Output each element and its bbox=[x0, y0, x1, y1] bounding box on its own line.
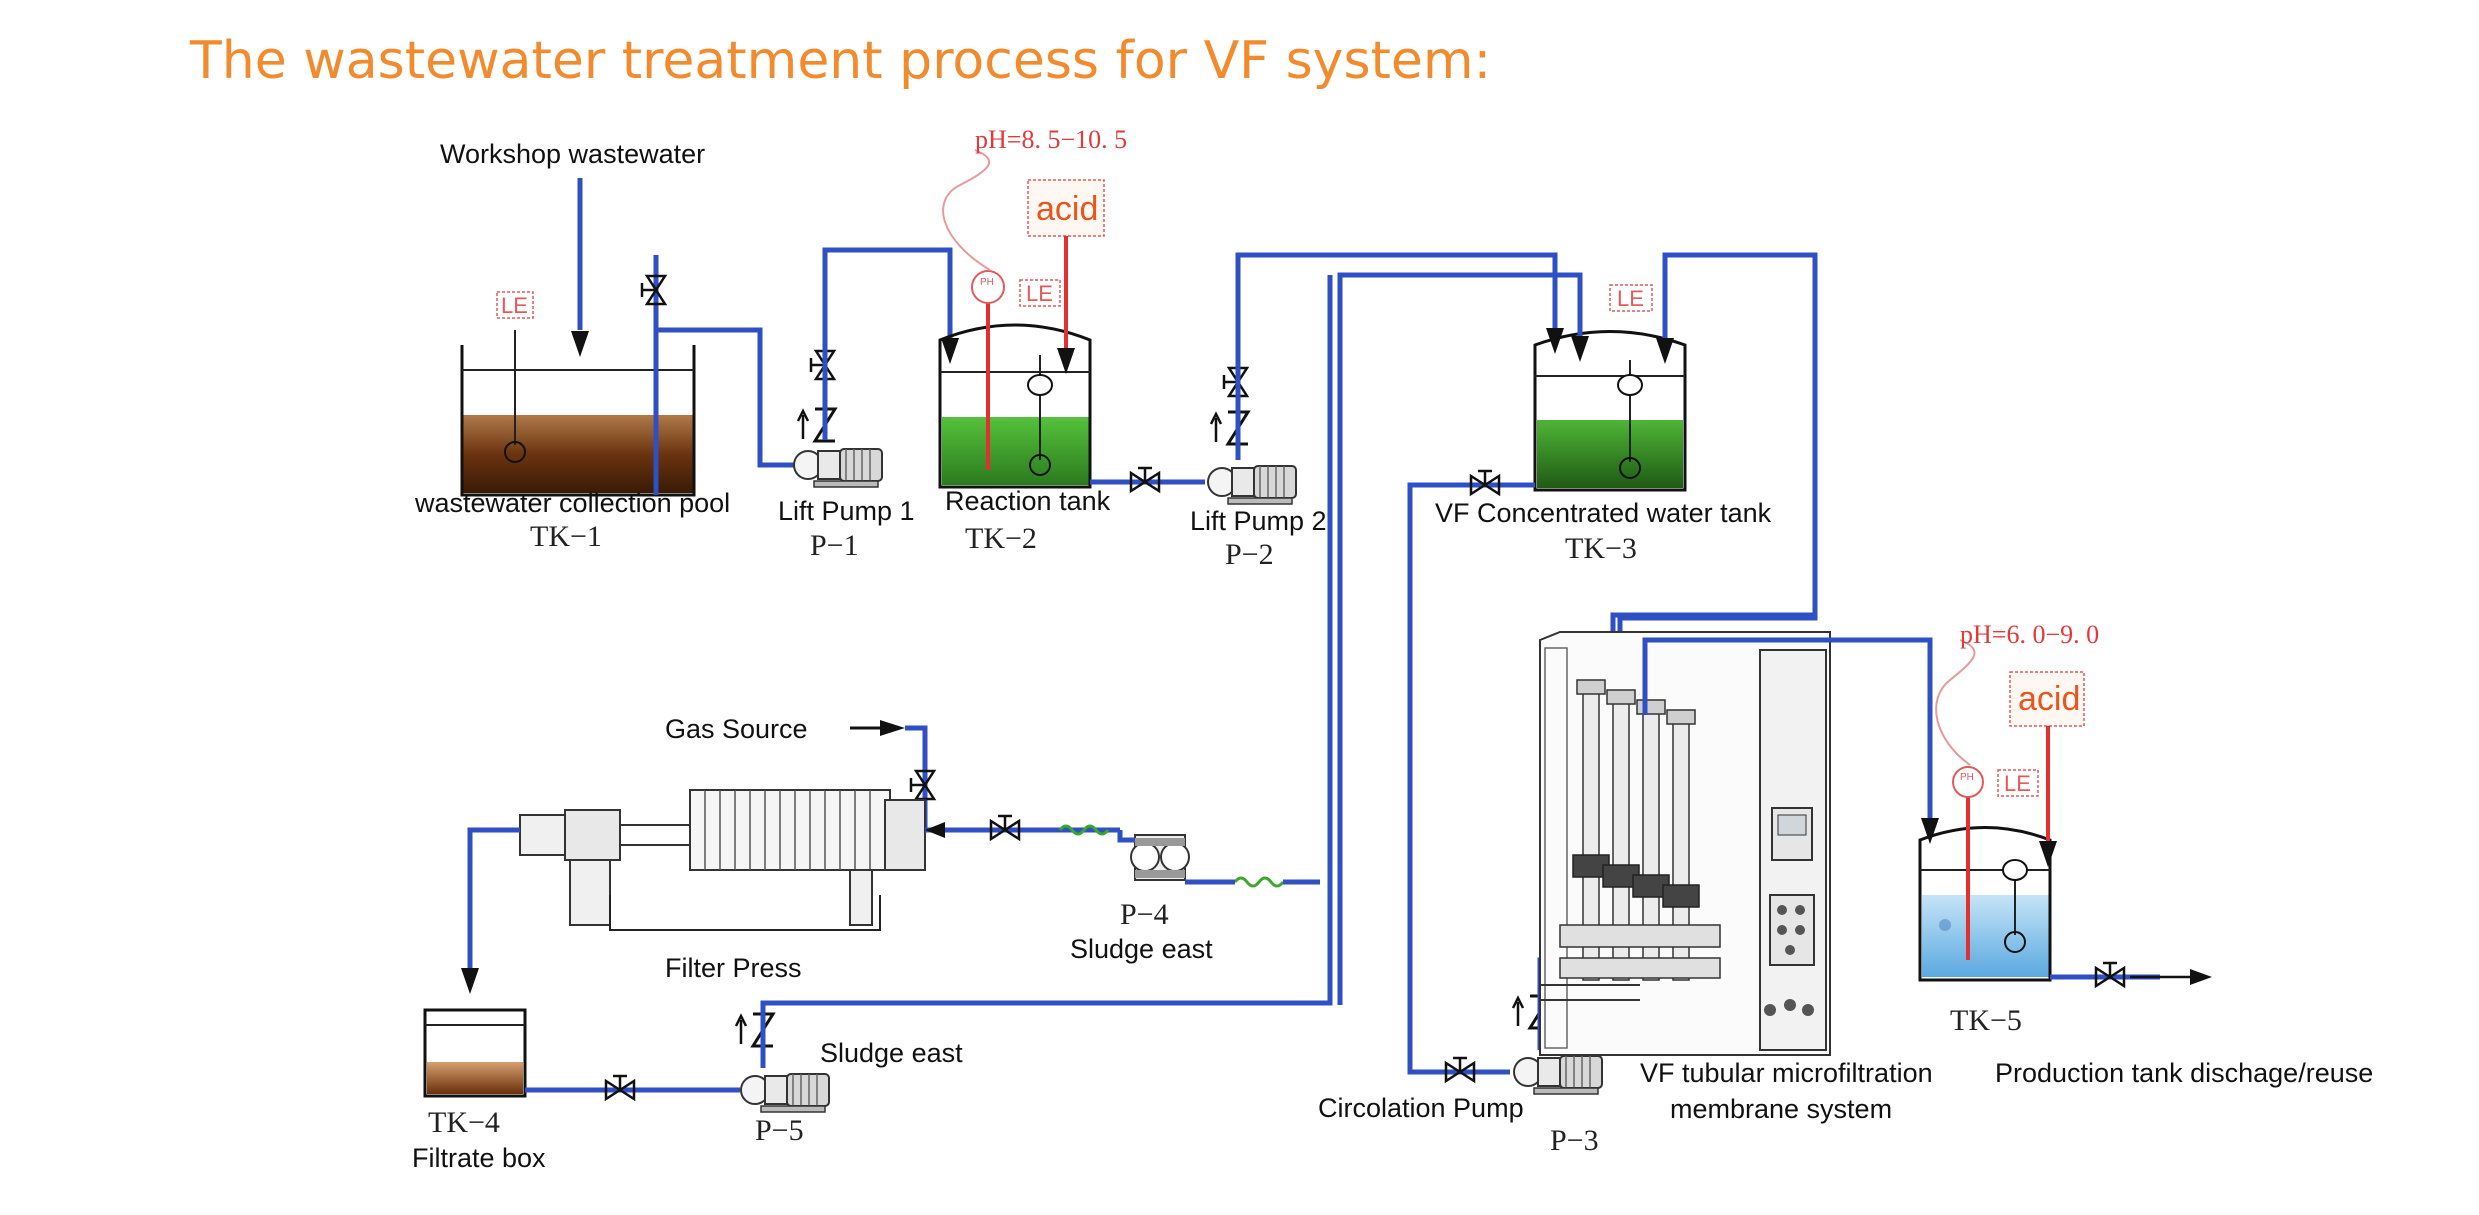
tk2-acid-arrow-icon bbox=[1057, 348, 1075, 374]
tk2-level-sensor bbox=[1019, 279, 1061, 307]
tk5-acid-arrow-icon bbox=[2039, 841, 2057, 867]
tk4-filtrate-box bbox=[423, 1008, 527, 1098]
p2-tag: P−2 bbox=[1225, 538, 1274, 571]
gas-pipe bbox=[905, 725, 928, 830]
sludge-east-label-1: Sludge east bbox=[1070, 934, 1213, 964]
press-to-tk4-pipe bbox=[467, 827, 520, 970]
tk5-le-label: LE bbox=[2004, 771, 2031, 796]
vf-membrane-system bbox=[1539, 631, 1831, 1056]
tk5-blue-liquid bbox=[1922, 895, 2050, 977]
tk4-tag: TK−4 bbox=[428, 1106, 500, 1139]
flex-hose-1 bbox=[1058, 824, 1110, 836]
gas-source-label: Gas Source bbox=[665, 714, 808, 744]
tk2-le-label: LE bbox=[1026, 281, 1053, 306]
filter-press-tray bbox=[609, 895, 881, 931]
tk3-le-label: LE bbox=[1617, 286, 1644, 311]
tk3-green-liquid bbox=[1537, 420, 1683, 488]
p1-to-tk2-pipe bbox=[822, 247, 953, 440]
tk1-le-label: LE bbox=[501, 293, 528, 318]
p5-tag: P−5 bbox=[755, 1114, 804, 1147]
tk2-ph-meter-text: PH bbox=[980, 277, 994, 288]
p4-outlet-stub bbox=[1117, 830, 1135, 843]
production-label: Production tank dischage/reuse bbox=[1995, 1058, 2373, 1088]
tk2-inlet-arrow-icon bbox=[941, 338, 959, 364]
permeate-to-tk5-pipe bbox=[1642, 637, 1933, 820]
tk2-tag: TK−2 bbox=[965, 522, 1037, 555]
p1-check-valve-icon bbox=[796, 407, 837, 443]
gas-arrow-icon bbox=[880, 720, 905, 736]
p5-check-valve-icon bbox=[734, 1012, 775, 1048]
p2-check-valve-icon bbox=[1209, 410, 1250, 446]
press-inlet-arrow-icon bbox=[925, 822, 945, 838]
circulation-pump-label: Circolation Pump bbox=[1318, 1093, 1524, 1123]
tk3-to-p3-pipe bbox=[1407, 482, 1535, 1075]
tk5-ph-meter-icon bbox=[1952, 766, 1984, 798]
tk3-inlet-arrow-icon-3 bbox=[1656, 338, 1674, 364]
tk1-sludge-liquid bbox=[462, 415, 694, 493]
tk2-name-label: Reaction tank bbox=[945, 486, 1111, 516]
lift-pump-1-label: Lift Pump 1 bbox=[778, 496, 915, 526]
tk3-inlet-arrow-icon-2 bbox=[1571, 336, 1589, 362]
filtrate-box-label: Filtrate box bbox=[412, 1143, 546, 1173]
lift-pump-2-icon[interactable] bbox=[1207, 465, 1297, 505]
tk4-filtrate-liquid bbox=[427, 1062, 523, 1094]
tk2-ph-wire bbox=[942, 149, 991, 271]
p1-tag: P−1 bbox=[810, 529, 859, 562]
tk3-level-sensor bbox=[1609, 284, 1653, 312]
flex-hose-2 bbox=[1233, 876, 1285, 888]
membrane-return-pipe bbox=[1617, 252, 1818, 680]
tk1-to-p1-pipe bbox=[656, 327, 795, 468]
page-title: The wastewater treatment process for VF … bbox=[189, 31, 1491, 91]
lift-pump-2-label: Lift Pump 2 bbox=[1190, 506, 1327, 536]
tk5-ph-meter-text: PH bbox=[1960, 772, 1974, 783]
tk5-level-sensor bbox=[1997, 769, 2039, 797]
tk5-acid-box bbox=[2009, 671, 2085, 727]
tk2-ph-meter-icon bbox=[971, 270, 1005, 304]
p5-return-pipe bbox=[760, 275, 1333, 1068]
filter-press-label: Filter Press bbox=[665, 953, 802, 983]
tk5-tag: TK−5 bbox=[1950, 1004, 2022, 1037]
p5-pump-icon[interactable] bbox=[740, 1073, 830, 1113]
tk3-name-label: VF Concentrated water tank bbox=[1435, 498, 1772, 528]
tk3-tag: TK−3 bbox=[1565, 532, 1637, 565]
tk4-inlet-arrow-icon bbox=[461, 968, 479, 994]
tk1-name-label: wastewater collection pool bbox=[414, 488, 730, 518]
p4-diaphragm-pump[interactable] bbox=[1130, 834, 1190, 881]
tk2-ph-range: pH=8. 5−10. 5 bbox=[975, 125, 1127, 154]
tk2-acid-label: acid bbox=[1036, 190, 1098, 228]
p2-to-tk3-pipe bbox=[1235, 252, 1558, 460]
tk2-green-liquid bbox=[942, 417, 1090, 485]
discharge-arrow-icon bbox=[2190, 969, 2212, 985]
return-to-tk3-pipe-1 bbox=[1337, 272, 1583, 1005]
vf-system-label-line2: membrane system bbox=[1670, 1094, 1892, 1124]
inlet-arrow-icon bbox=[571, 331, 589, 357]
tk1-collection-pool bbox=[460, 330, 696, 497]
p3-tag: P−3 bbox=[1550, 1124, 1599, 1157]
tk3-concentrated-tank bbox=[1533, 330, 1687, 492]
tk2-acid-box bbox=[1027, 179, 1105, 237]
tk5-production-tank bbox=[1918, 826, 2052, 982]
tk1-tag: TK−1 bbox=[530, 520, 602, 553]
tk1-level-sensor bbox=[496, 291, 534, 319]
lift-pump-1-icon[interactable] bbox=[793, 448, 883, 488]
vf-system-label-line1: VF tubular microfiltration bbox=[1640, 1058, 1933, 1088]
tk5-ph-range: pH=6. 0−9. 0 bbox=[1960, 620, 2099, 649]
p4-tag: P−4 bbox=[1120, 898, 1169, 931]
sludge-east-label-2: Sludge east bbox=[820, 1038, 963, 1068]
filter-press bbox=[519, 789, 926, 926]
circulation-pump-icon[interactable] bbox=[1513, 1055, 1603, 1095]
tk2-reaction-tank bbox=[938, 323, 1092, 489]
tk5-ph-wire bbox=[1935, 639, 1976, 766]
workshop-wastewater-label: Workshop wastewater bbox=[440, 139, 705, 169]
tk5-acid-label: acid bbox=[2018, 680, 2080, 718]
